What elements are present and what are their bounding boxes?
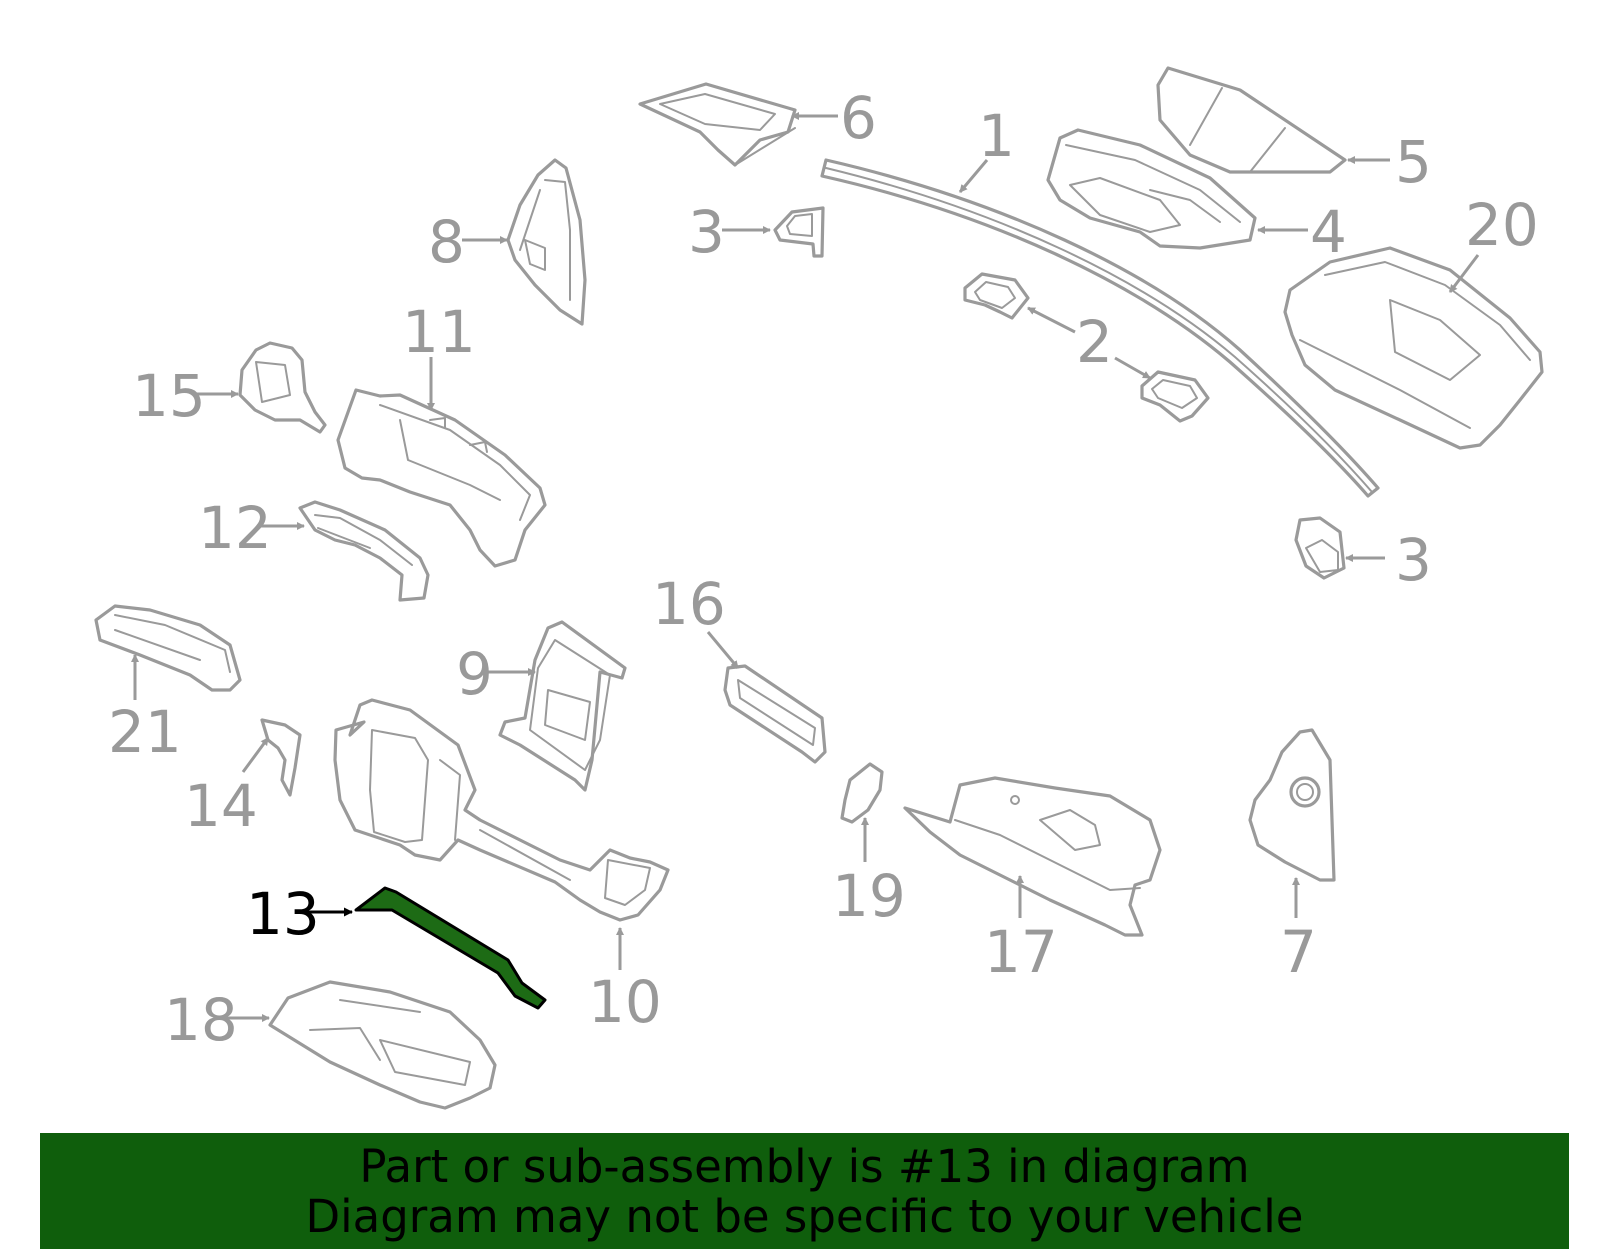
callout-17: 17 (984, 918, 1058, 986)
part-21-switch-panel (94, 604, 242, 692)
part-8-side-trim (506, 158, 587, 326)
part-20-module (1283, 246, 1544, 450)
part-2-vent-left (963, 272, 1030, 320)
callout-16: 16 (652, 570, 726, 638)
callout-5: 5 (1395, 128, 1432, 196)
callout-15: 15 (132, 362, 206, 430)
part-14-clip (260, 718, 302, 797)
part-3-bracket (773, 206, 825, 258)
leader-lines (131, 112, 1480, 1022)
part-1-molding (820, 158, 1380, 498)
part-6-tray (638, 82, 797, 167)
callout-8: 8 (428, 208, 465, 276)
banner-line-1: Part or sub-assembly is #13 in diagram (359, 1140, 1250, 1193)
callout-1: 1 (978, 102, 1015, 170)
part-9-bracket-frame (498, 620, 627, 792)
part-11-cluster-housing (336, 388, 547, 568)
part-12-bezel (298, 500, 430, 602)
part-7-end-cap (1248, 728, 1336, 882)
part-3-knob (1294, 516, 1346, 580)
callout-19: 19 (832, 862, 906, 930)
callout-20: 20 (1465, 191, 1539, 259)
callout-3-upper: 3 (688, 198, 725, 266)
callout-3-lower: 3 (1395, 526, 1432, 594)
callout-14: 14 (184, 772, 258, 840)
part-15-bracket-ring (238, 341, 327, 434)
callout-11: 11 (402, 298, 476, 366)
part-2-vent-right (1140, 370, 1210, 423)
callout-21: 21 (108, 698, 182, 766)
part-13-highlighted (354, 886, 547, 1010)
callout-2: 2 (1076, 308, 1113, 376)
part-4-dash-panel (1046, 128, 1257, 250)
part-17-glove-box (903, 776, 1162, 937)
part-19-clip (840, 762, 884, 824)
callout-12: 12 (198, 494, 272, 562)
part-5-top-cover (1156, 66, 1347, 174)
part-10-center-stack (333, 698, 670, 922)
callout-10: 10 (588, 968, 662, 1036)
callout-18: 18 (164, 986, 238, 1054)
part-18-lower-panel (268, 980, 497, 1110)
parts-diagram: 1 2 3 3 4 5 6 7 8 9 10 11 12 13 14 15 16… (94, 66, 1544, 1110)
callout-7: 7 (1280, 918, 1317, 986)
part-16-trim (723, 664, 827, 764)
banner-line-2: Diagram may not be specific to your vehi… (305, 1190, 1304, 1243)
callout-4: 4 (1310, 198, 1347, 266)
callout-13: 13 (246, 880, 320, 948)
callout-6: 6 (840, 84, 877, 152)
callout-labels: 1 2 3 3 4 5 6 7 8 9 10 11 12 13 14 15 16… (108, 84, 1539, 1054)
info-banner: Part or sub-assembly is #13 in diagram D… (40, 1133, 1569, 1249)
callout-9: 9 (456, 640, 493, 708)
